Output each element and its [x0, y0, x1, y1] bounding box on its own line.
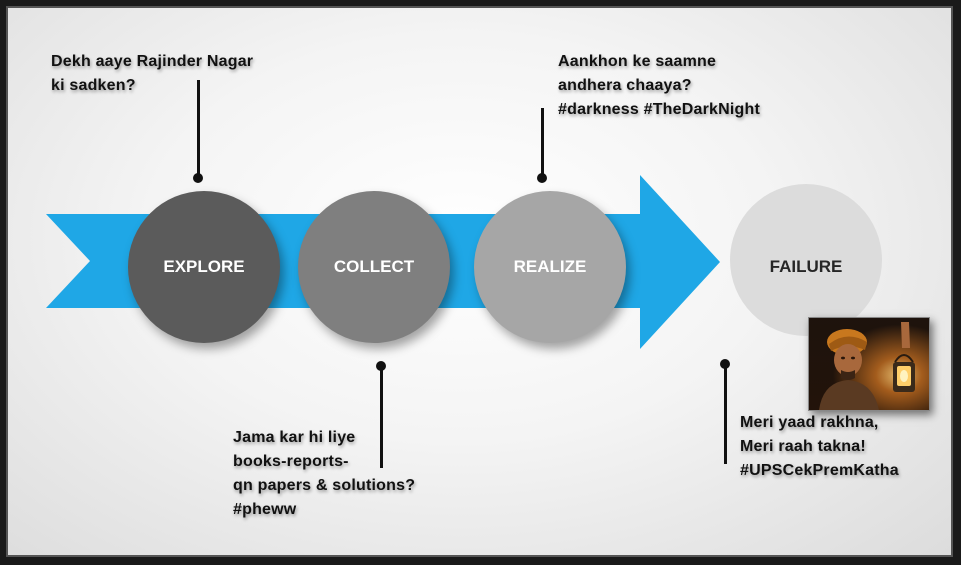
- man-with-lantern-photo: [808, 317, 930, 411]
- collect-connector-dot: [376, 361, 386, 371]
- slide: EXPLORE COLLECT REALIZE FAILURE Dekh aay…: [6, 6, 953, 557]
- failure-connector-dot: [720, 359, 730, 369]
- stage-explore: EXPLORE: [128, 191, 280, 343]
- stage-collect: COLLECT: [298, 191, 450, 343]
- realize-connector-dot: [537, 173, 547, 183]
- explore-connector-line: [197, 80, 200, 180]
- stage-realize-label: REALIZE: [513, 257, 587, 276]
- explore-connector-dot: [193, 173, 203, 183]
- collect-note: Jama kar hi liye books-reports- qn paper…: [233, 429, 416, 518]
- failure-note: Meri yaad rakhna, Meri raah takna! #UPSC…: [740, 414, 899, 479]
- explore-note: Dekh aaye Rajinder Nagar ki sadken?: [51, 53, 254, 94]
- stage-realize: REALIZE: [474, 191, 626, 343]
- realize-note: Aankhon ke saamne andhera chaaya? #darkn…: [558, 53, 761, 118]
- realize-connector-line: [541, 108, 544, 180]
- stage-failure: FAILURE: [730, 184, 882, 336]
- failure-connector-line: [724, 366, 727, 464]
- collect-connector-line: [380, 368, 383, 468]
- stage-explore-label: EXPLORE: [163, 257, 245, 276]
- stage-failure-label: FAILURE: [769, 257, 843, 276]
- stage-collect-label: COLLECT: [333, 257, 415, 276]
